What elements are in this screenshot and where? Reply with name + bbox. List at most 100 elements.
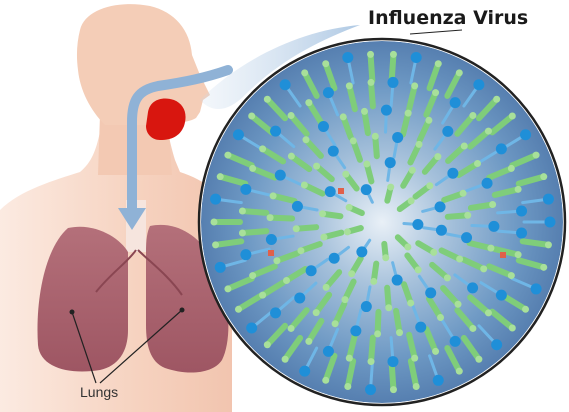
- virus-spike-head: [508, 165, 515, 172]
- virus-spike-head: [474, 160, 481, 167]
- virus-spike-head: [432, 348, 439, 355]
- virus-spike-head: [436, 225, 447, 236]
- virus-spike-head: [442, 126, 453, 137]
- virus-spike-head: [367, 51, 374, 58]
- virus-spike-head: [361, 184, 372, 195]
- virus-spike-head: [297, 247, 304, 254]
- virus-spike-head: [456, 256, 463, 263]
- virus-spike-head: [288, 153, 295, 160]
- virus-spike-head: [531, 283, 542, 294]
- virus-spike-head: [413, 383, 420, 390]
- virus-spike-head: [385, 304, 392, 311]
- virus-spike-head: [515, 251, 522, 258]
- virus-spike-head: [361, 301, 372, 312]
- virus-spike-head: [469, 325, 476, 332]
- virus-spike-head: [387, 184, 394, 191]
- virus-spike: [371, 54, 373, 80]
- virus-spike-head: [350, 137, 357, 144]
- virus-spike-head: [224, 285, 231, 292]
- virus-spike-head: [282, 356, 289, 363]
- virus-spike-head: [381, 105, 392, 116]
- virus-spike-head: [259, 145, 266, 152]
- virus-spike-head: [540, 173, 547, 180]
- virus-spike-head: [488, 221, 499, 232]
- virus-spike-head: [259, 292, 266, 299]
- virus-spike-head: [301, 69, 308, 76]
- virus-spike-head: [342, 52, 353, 63]
- virus-spike-head: [288, 325, 295, 332]
- virus-spike-head: [318, 121, 329, 132]
- virus-spike-head: [480, 265, 487, 272]
- virus-spike-head: [319, 210, 326, 217]
- virus-spike-head: [496, 143, 507, 154]
- virus-spike-head: [467, 282, 478, 293]
- virus-spike-head: [239, 229, 246, 236]
- virus-spike-head: [340, 113, 347, 120]
- virus-spike-head: [455, 301, 462, 308]
- virus-spike: [392, 54, 394, 80]
- virus-spike-head: [313, 309, 320, 316]
- virus-spike-head: [248, 112, 255, 119]
- virus-spike-head: [387, 356, 398, 367]
- virus-spike-head: [305, 338, 312, 345]
- virus-spike-head: [425, 117, 432, 124]
- virus-spike-head: [293, 225, 300, 232]
- virus-spike-head: [210, 194, 221, 205]
- virus-spike: [242, 211, 266, 213]
- virus-spike: [371, 82, 373, 106]
- virus-spike-head: [211, 219, 218, 226]
- virus-spike-head: [520, 129, 531, 140]
- virus-spike-head: [235, 306, 242, 313]
- virus-spike-head: [390, 386, 397, 393]
- virus-spike-head: [267, 214, 274, 221]
- virus-spike-head: [461, 232, 472, 243]
- virus-spike-head: [368, 358, 375, 365]
- virus-spike-head: [411, 355, 418, 362]
- virus-spike-head: [302, 136, 309, 143]
- virus-spike-head: [390, 51, 397, 58]
- virus-spike-head: [460, 190, 467, 197]
- virus-spike-head: [509, 112, 516, 119]
- virus-spike-head: [491, 339, 502, 350]
- influenza-virus-icon: [199, 39, 565, 405]
- virus-spike-head: [432, 89, 439, 96]
- virus-spike-head: [516, 206, 527, 217]
- virus-spike-head: [288, 112, 295, 119]
- virus-spike: [371, 338, 373, 362]
- virus-spike-head: [433, 375, 444, 386]
- virus-spike-head: [249, 165, 256, 172]
- virus-spike-head: [411, 82, 418, 89]
- virus-spike-head: [322, 377, 329, 384]
- virus-spike-head: [447, 168, 458, 179]
- virus-spike-head: [365, 384, 376, 395]
- virus-spike-head: [368, 79, 375, 86]
- virus-spike-head: [485, 128, 492, 135]
- virus-spike-head: [346, 82, 353, 89]
- virus-spike-head: [444, 274, 451, 281]
- virus-spike-head: [363, 160, 370, 167]
- virus-spike-head: [415, 266, 422, 273]
- virus-spike-head: [545, 217, 556, 228]
- virus-spike-head: [404, 244, 411, 251]
- virus-spike-head: [344, 383, 351, 390]
- mouth-cavity: [146, 99, 186, 141]
- virus-spike-head: [409, 167, 416, 174]
- virus-spike-head: [328, 146, 339, 157]
- virus-spike-head: [489, 201, 496, 208]
- virus-spike-head: [264, 341, 271, 348]
- virus-spike-head: [240, 184, 251, 195]
- virus-spike-head: [275, 170, 286, 181]
- virus-spike-head: [217, 173, 224, 180]
- virus-spike-head: [387, 77, 398, 88]
- virus-spike-head: [306, 265, 317, 276]
- virus-spike-head: [456, 69, 463, 76]
- virus-spike-head: [346, 355, 353, 362]
- virus-spike-head: [273, 257, 280, 264]
- virus-spike-head: [212, 241, 219, 248]
- virus-spike-head: [233, 129, 244, 140]
- virus-spike-head: [270, 192, 277, 199]
- virus-spike-head: [280, 79, 291, 90]
- virus-spike-head: [482, 178, 493, 189]
